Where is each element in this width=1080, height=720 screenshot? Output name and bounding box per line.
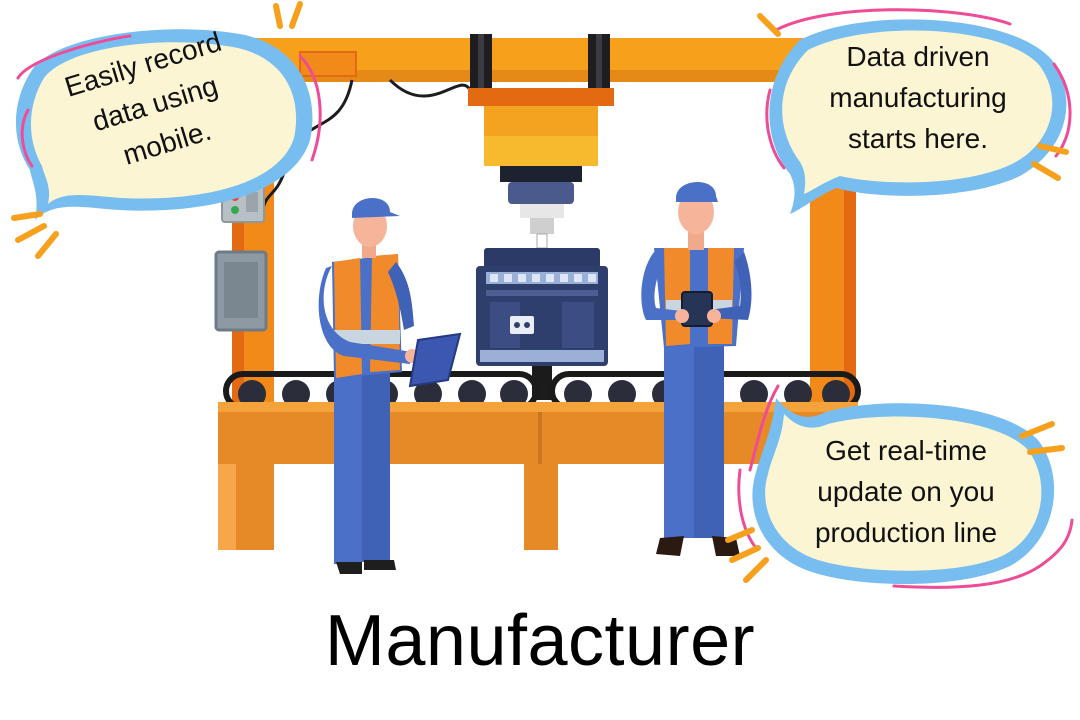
speech-bubble-left — [11, 1, 322, 259]
worker-with-clipboard-icon — [318, 197, 462, 574]
control-panel-icon — [214, 181, 268, 332]
bubble-bottom-line: update on you — [817, 476, 995, 507]
speech-bubble-right — [757, 8, 1072, 214]
hydraulic-press-icon — [468, 34, 614, 249]
bubble-bottom-line: Get real-time — [825, 435, 987, 466]
bubble-bottom-text: Get real-time update on you production l… — [788, 430, 1024, 553]
bubble-right-text: Data driven manufacturing starts here. — [800, 36, 1036, 159]
bubble-right-line: manufacturing — [829, 82, 1007, 113]
page-title: Manufacturer — [324, 601, 756, 681]
engine-block-icon — [476, 248, 608, 400]
bubble-right-line: Data driven — [846, 41, 990, 72]
bubble-right-line: starts here. — [847, 123, 989, 154]
speech-bubble-bottom — [725, 384, 1074, 589]
worker-with-tablet-icon — [641, 181, 752, 556]
bubble-bottom-line: production line — [814, 517, 998, 548]
